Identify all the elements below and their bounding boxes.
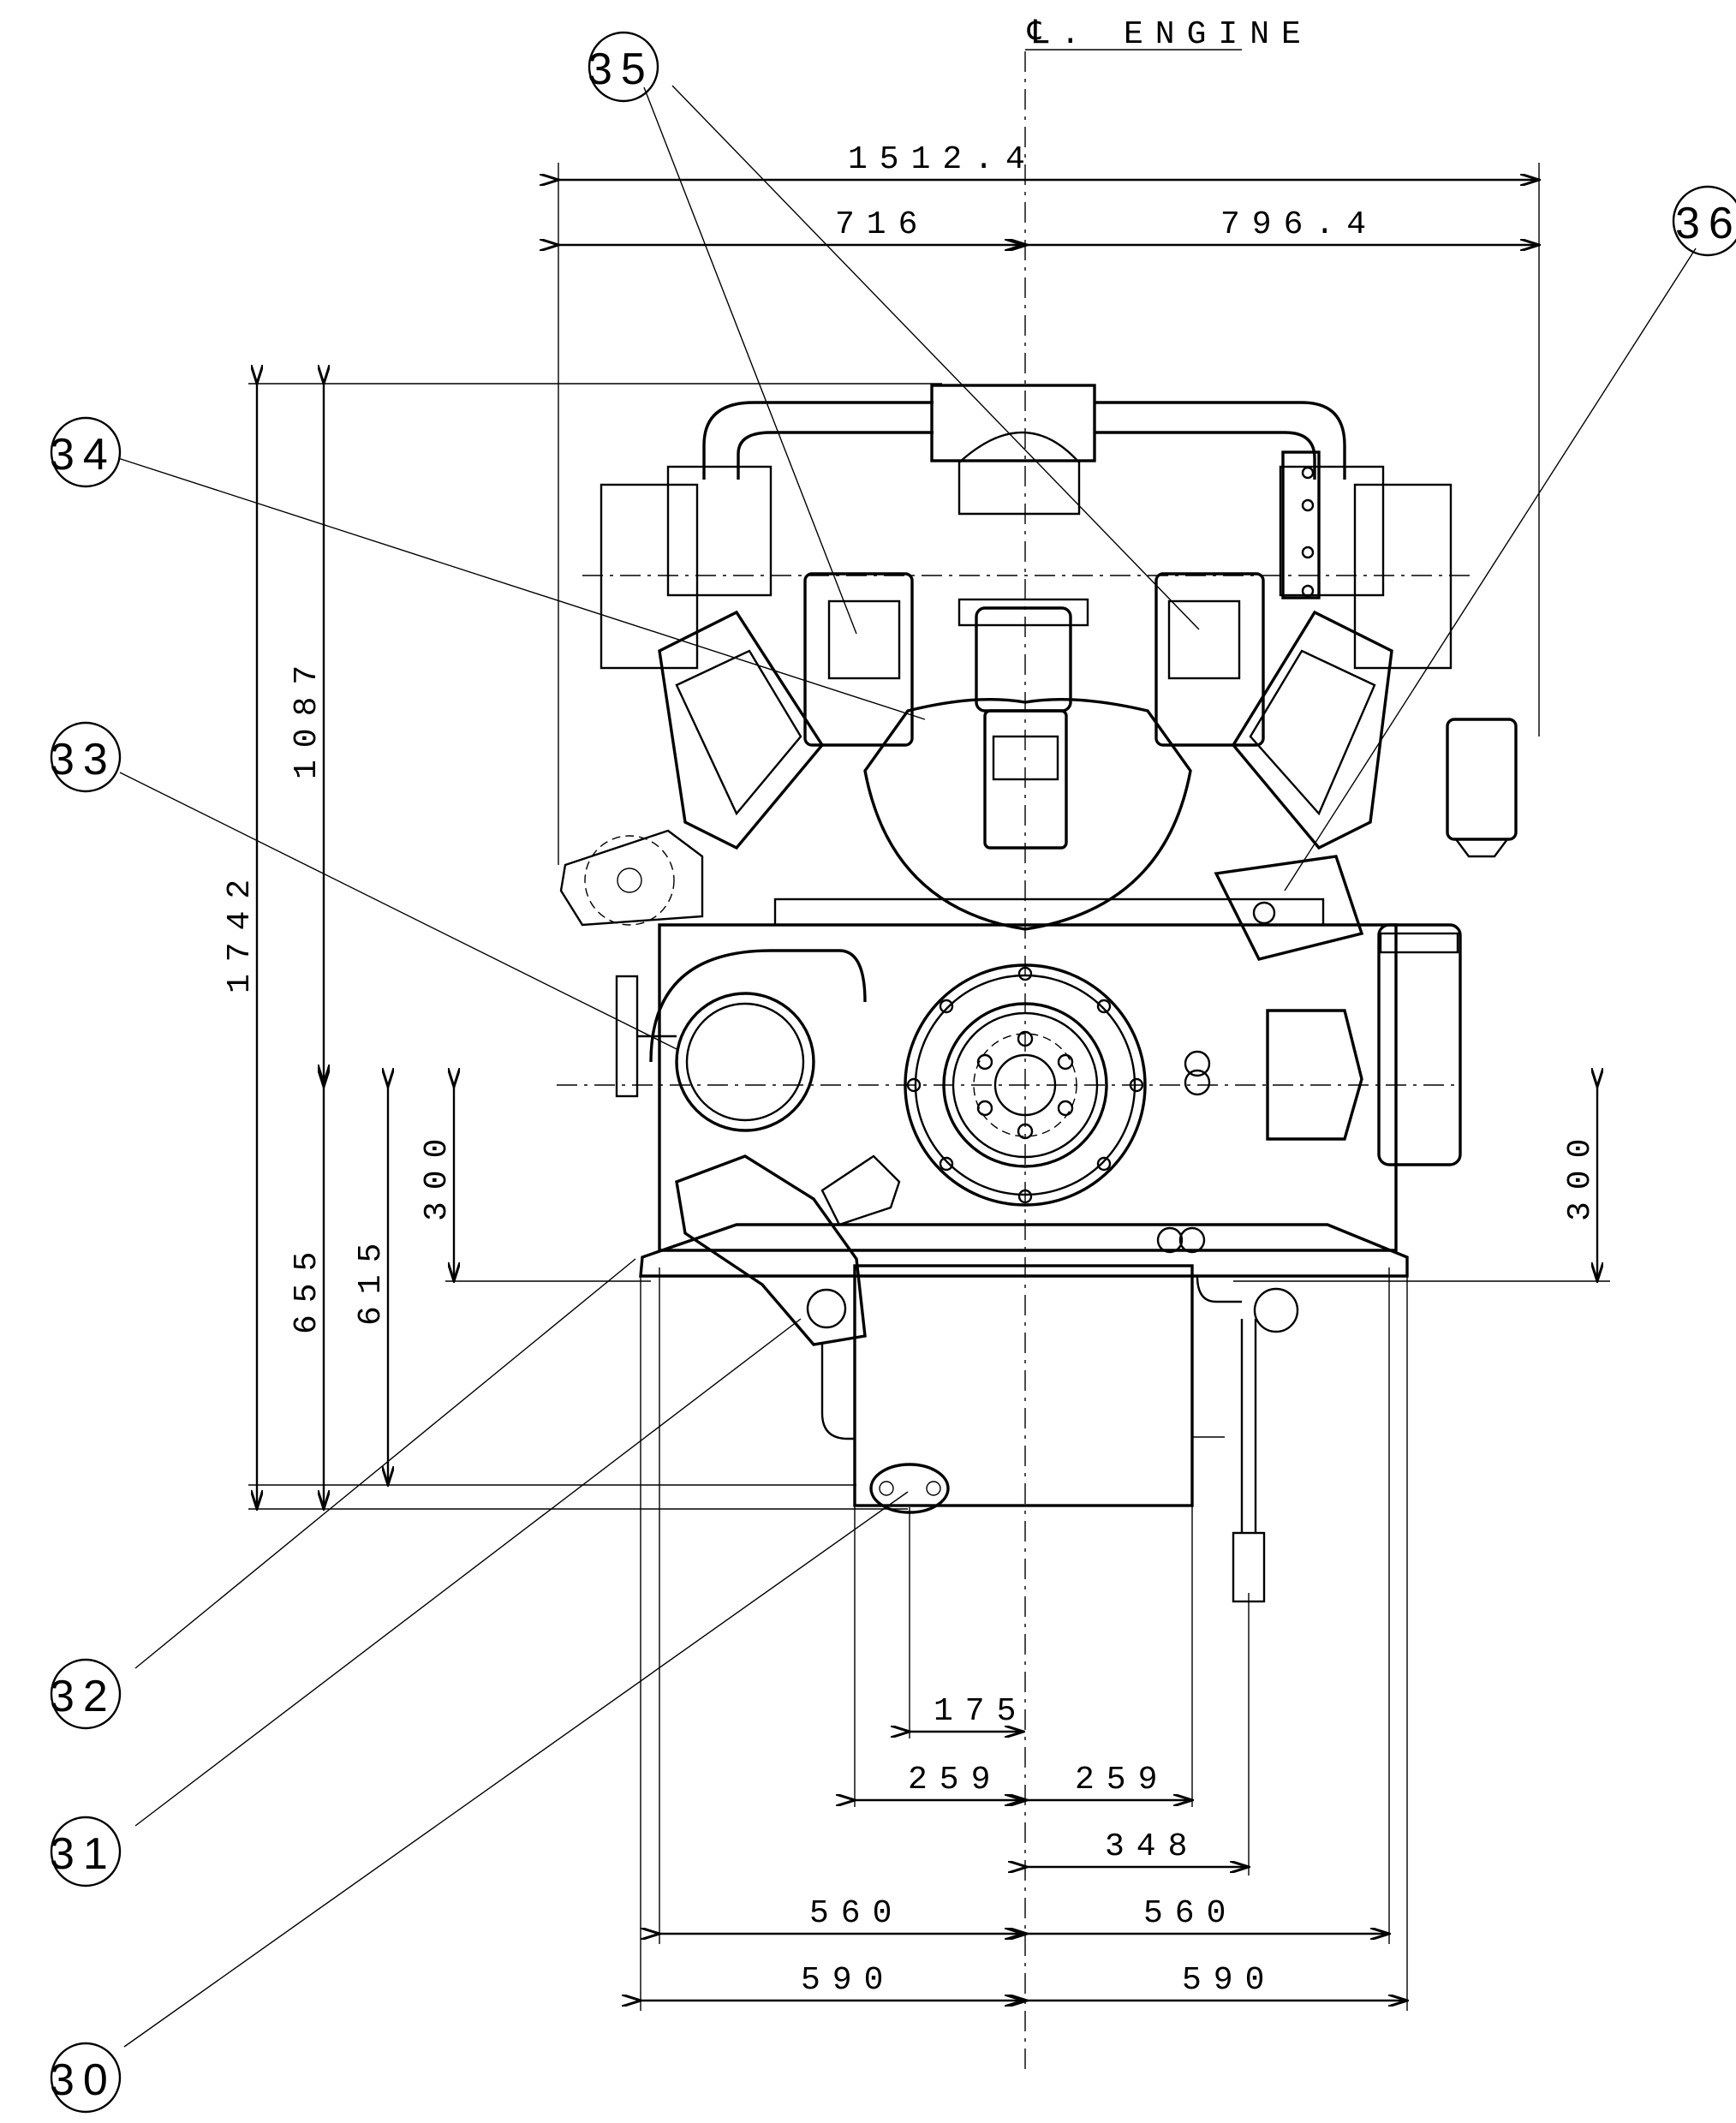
callout-35-label: 35	[588, 45, 654, 94]
dim-348: 348	[1105, 1828, 1199, 1865]
dim-590-left: 590	[801, 1962, 895, 1999]
callout-36-label: 36	[1675, 199, 1736, 248]
dim-175: 175	[934, 1693, 1028, 1730]
callout-35: 35	[588, 31, 659, 103]
callout-36: 36	[1672, 185, 1736, 257]
callout-31: 31	[50, 1816, 122, 1887]
callout-30-label: 30	[50, 2055, 116, 2105]
callout-33: 33	[50, 721, 122, 793]
dim-259-left: 259	[908, 1762, 1002, 1798]
callout-33-label: 33	[50, 735, 116, 784]
dim-560-left: 560	[809, 1895, 904, 1932]
dim-590-right: 590	[1182, 1962, 1276, 1999]
flywheel-bolts	[906, 466, 1315, 1204]
callout-31-label: 31	[50, 1829, 116, 1879]
right-dimensions	[1233, 1087, 1610, 1281]
dim-overall-height: 1742	[222, 868, 259, 993]
callout-30: 30	[50, 2042, 122, 2114]
callout-34-label: 34	[50, 430, 116, 480]
callout-32-label: 32	[50, 1672, 116, 1721]
left-dimensions	[248, 384, 942, 1509]
dim-655: 655	[289, 1240, 325, 1334]
dim-left-width: 716	[835, 206, 929, 243]
bottom-dimensions	[641, 1267, 1407, 2011]
callout-32: 32	[50, 1658, 122, 1730]
callout-34: 34	[50, 416, 122, 488]
engine-centerline	[557, 49, 1473, 2072]
callout-leaders	[117, 85, 1697, 2048]
dim-right-width: 796.4	[1220, 206, 1378, 243]
dim-615: 615	[353, 1231, 390, 1326]
dim-300-left: 300	[419, 1127, 456, 1221]
dim-300-right: 300	[1562, 1127, 1599, 1221]
dim-overall-width: 1512.4	[848, 141, 1037, 178]
dim-259-right: 259	[1075, 1762, 1169, 1798]
engine-outline	[559, 384, 1518, 1603]
dim-560-right: 560	[1143, 1895, 1238, 1932]
centerline-label: ℄. ENGINE	[1027, 16, 1313, 53]
top-dimensions	[558, 163, 1539, 865]
dim-height-above-crank: 1087	[289, 653, 325, 779]
